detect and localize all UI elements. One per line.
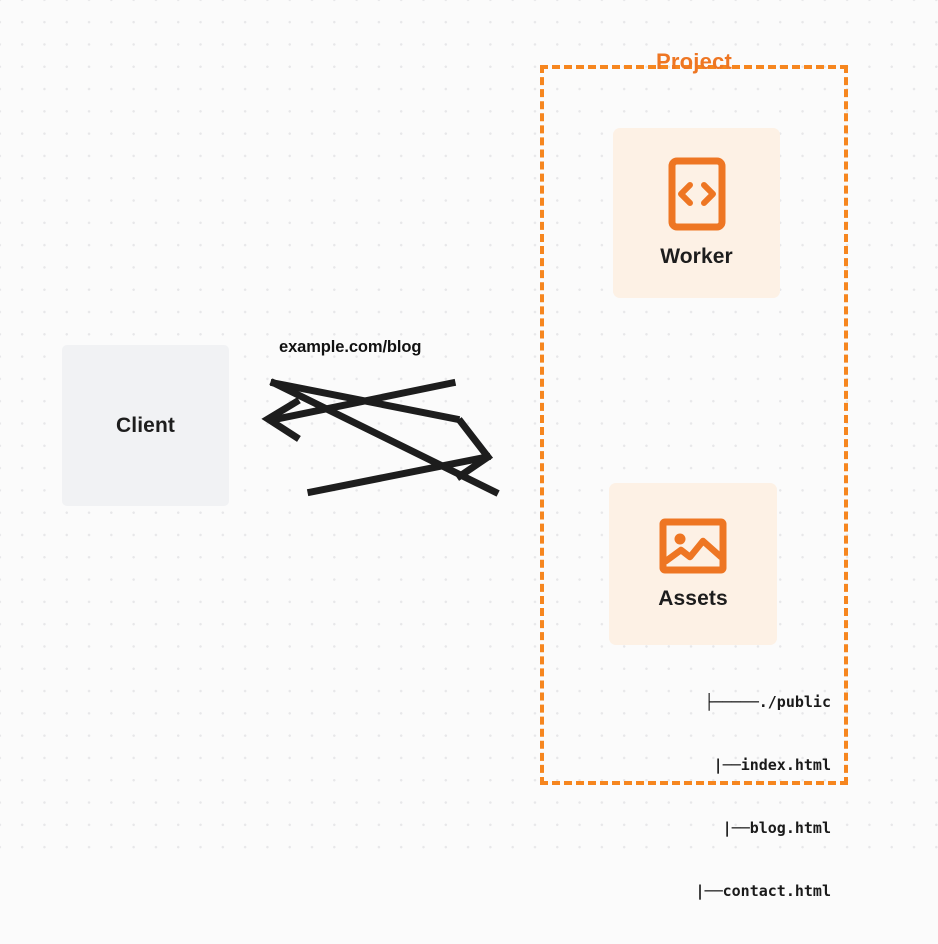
project-container: Project Worker Assets ├───── ./public [540,49,848,900]
image-icon [659,518,727,574]
file-tree-branch: |── [713,756,741,774]
file-tree-row: |── blog.html [583,818,831,839]
file-tree-row: ├───── ./public [583,692,831,713]
file-tree-name: blog.html [749,819,831,837]
response-arrow-tail [269,378,461,424]
file-tree-branch: |── [722,819,750,837]
file-tree-name: ./public [758,693,831,711]
file-tree-row: |── contact.html [583,881,831,902]
assets-card[interactable]: Assets [609,483,777,645]
request-arrow [306,417,494,497]
code-brackets-icon [668,157,725,231]
project-border [540,65,848,785]
file-tree-branch: ├───── [704,693,759,711]
response-arrow [261,378,457,442]
file-tree: ├───── ./public |── index.html |── blog.… [583,650,831,944]
connection-label: example.com/blog [279,338,422,356]
client-node[interactable]: Client [62,345,229,506]
file-tree-name: index.html [740,756,831,774]
request-arrow-tail [269,378,500,497]
diagram-canvas: Client example.com/blog Project Wo [0,0,938,900]
client-label: Client [116,413,175,437]
project-title: Project [656,49,732,74]
worker-card[interactable]: Worker [613,128,780,298]
worker-label: Worker [660,245,733,268]
assets-label: Assets [658,587,728,610]
file-tree-branch: |── [695,882,723,900]
file-tree-name: contact.html [722,882,831,900]
file-tree-row: |── index.html [583,755,831,776]
